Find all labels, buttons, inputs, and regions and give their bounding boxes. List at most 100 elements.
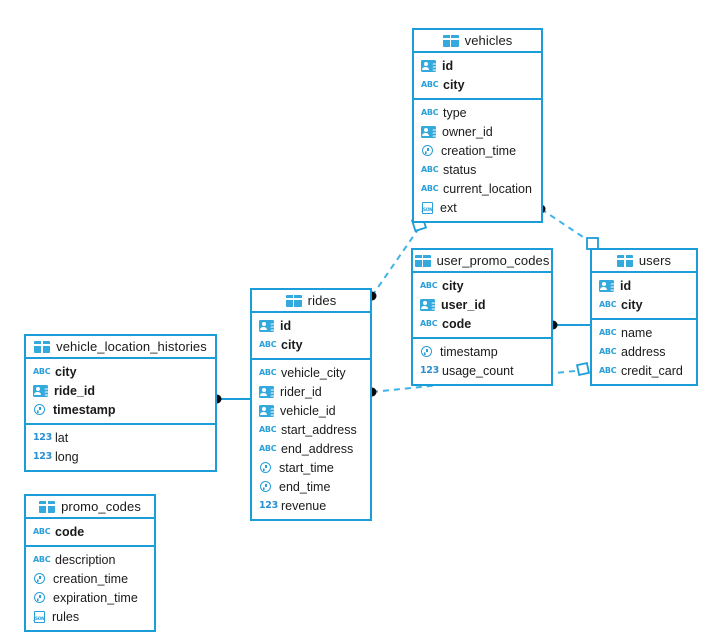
uuid-icon bbox=[599, 279, 614, 292]
column-row[interactable]: user_id bbox=[413, 295, 551, 314]
column-name: city bbox=[55, 364, 77, 379]
column-name: creation_time bbox=[441, 143, 517, 158]
column-name: end_time bbox=[279, 479, 331, 494]
column-row[interactable]: id bbox=[252, 316, 370, 335]
column-row[interactable]: address bbox=[592, 342, 696, 361]
json-icon bbox=[33, 610, 46, 623]
column-row[interactable]: owner_id bbox=[414, 122, 541, 141]
table-header[interactable]: rides bbox=[252, 290, 370, 313]
column-name: expiration_time bbox=[53, 590, 138, 605]
column-name: type bbox=[443, 105, 467, 120]
column-row[interactable]: start_time bbox=[252, 458, 370, 477]
table-header[interactable]: users bbox=[592, 250, 696, 273]
uuid-icon bbox=[259, 385, 274, 398]
table-header[interactable]: vehicle_location_histories bbox=[26, 336, 215, 359]
timestamp-icon bbox=[33, 591, 47, 604]
timestamp-icon bbox=[33, 572, 47, 585]
column-row[interactable]: creation_time bbox=[26, 569, 154, 588]
table-icon bbox=[39, 500, 56, 513]
column-row[interactable]: id bbox=[414, 56, 541, 75]
column-row[interactable]: revenue bbox=[252, 496, 370, 515]
column-row[interactable]: vehicle_id bbox=[252, 401, 370, 420]
column-row[interactable]: usage_count bbox=[413, 361, 551, 380]
column-row[interactable]: city bbox=[252, 335, 370, 354]
string-icon bbox=[259, 424, 275, 435]
column-row[interactable]: name bbox=[592, 323, 696, 342]
column-row[interactable]: long bbox=[26, 447, 215, 466]
table-header[interactable]: user_promo_codes bbox=[413, 250, 551, 273]
column-row[interactable]: city bbox=[413, 276, 551, 295]
column-name: ext bbox=[440, 200, 457, 215]
number-icon bbox=[420, 365, 436, 377]
primary-key-group: id city bbox=[592, 273, 696, 318]
table-header[interactable]: vehicles bbox=[414, 30, 541, 53]
column-row[interactable]: ext bbox=[414, 198, 541, 217]
column-name: code bbox=[55, 524, 85, 539]
column-name: city bbox=[443, 77, 465, 92]
string-icon bbox=[421, 164, 437, 175]
string-icon bbox=[33, 366, 49, 377]
table-header[interactable]: promo_codes bbox=[26, 496, 154, 519]
column-name: owner_id bbox=[442, 124, 493, 139]
column-row[interactable]: timestamp bbox=[26, 400, 215, 419]
column-row[interactable]: city bbox=[592, 295, 696, 314]
table-node-vehicle_location_histories[interactable]: vehicle_location_historiescity ride_idtim… bbox=[24, 334, 217, 472]
column-group: lat long bbox=[26, 423, 215, 470]
column-group: description creation_time expiration_timer… bbox=[26, 545, 154, 630]
string-icon bbox=[421, 79, 437, 90]
column-name: ride_id bbox=[54, 383, 95, 398]
column-name: description bbox=[55, 552, 116, 567]
primary-key-group: id city bbox=[252, 313, 370, 358]
table-node-users[interactable]: users id city nameaddresscredit_card bbox=[590, 248, 698, 386]
column-row[interactable]: ride_id bbox=[26, 381, 215, 400]
string-icon bbox=[599, 346, 615, 357]
column-name: vehicle_id bbox=[280, 403, 336, 418]
column-name: lat bbox=[55, 430, 69, 445]
column-row[interactable]: end_time bbox=[252, 477, 370, 496]
table-node-user_promo_codes[interactable]: user_promo_codescityuser_idcodetimestamp… bbox=[411, 248, 553, 386]
table-node-vehicles[interactable]: vehicles id city type owner_id creation_times… bbox=[412, 28, 543, 223]
column-row[interactable]: vehicle_city bbox=[252, 363, 370, 382]
column-row[interactable]: rules bbox=[26, 607, 154, 626]
timestamp-icon bbox=[259, 461, 273, 474]
number-icon bbox=[33, 451, 49, 463]
column-row[interactable]: status bbox=[414, 160, 541, 179]
column-row[interactable]: start_address bbox=[252, 420, 370, 439]
string-icon bbox=[421, 107, 437, 118]
column-row[interactable]: city bbox=[414, 75, 541, 94]
column-row[interactable]: rider_id bbox=[252, 382, 370, 401]
uuid-icon bbox=[33, 384, 48, 397]
column-name: id bbox=[620, 278, 632, 293]
column-row[interactable]: id bbox=[592, 276, 696, 295]
column-row[interactable]: current_location bbox=[414, 179, 541, 198]
timestamp-icon bbox=[33, 403, 47, 416]
primary-key-group: city ride_id timestamp bbox=[26, 359, 215, 423]
column-row[interactable]: end_address bbox=[252, 439, 370, 458]
column-row[interactable]: lat bbox=[26, 428, 215, 447]
column-name: creation_time bbox=[53, 571, 129, 586]
json-icon bbox=[421, 201, 434, 214]
column-row[interactable]: description bbox=[26, 550, 154, 569]
uuid-icon bbox=[259, 404, 274, 417]
column-row[interactable]: creation_time bbox=[414, 141, 541, 160]
column-name: city bbox=[621, 297, 643, 312]
column-name: city bbox=[281, 337, 303, 352]
column-row[interactable]: expiration_time bbox=[26, 588, 154, 607]
string-icon bbox=[599, 299, 615, 310]
string-icon bbox=[420, 280, 436, 291]
table-title: rides bbox=[307, 293, 337, 308]
column-row[interactable]: code bbox=[26, 522, 154, 541]
table-node-promo_codes[interactable]: promo_codescode description creation_timee… bbox=[24, 494, 156, 632]
table-title: promo_codes bbox=[61, 499, 141, 514]
column-row[interactable]: city bbox=[26, 362, 215, 381]
column-row[interactable]: code bbox=[413, 314, 551, 333]
column-row[interactable]: type bbox=[414, 103, 541, 122]
string-icon bbox=[259, 339, 275, 350]
column-row[interactable]: timestamp bbox=[413, 342, 551, 361]
column-name: timestamp bbox=[53, 402, 116, 417]
column-row[interactable]: credit_card bbox=[592, 361, 696, 380]
